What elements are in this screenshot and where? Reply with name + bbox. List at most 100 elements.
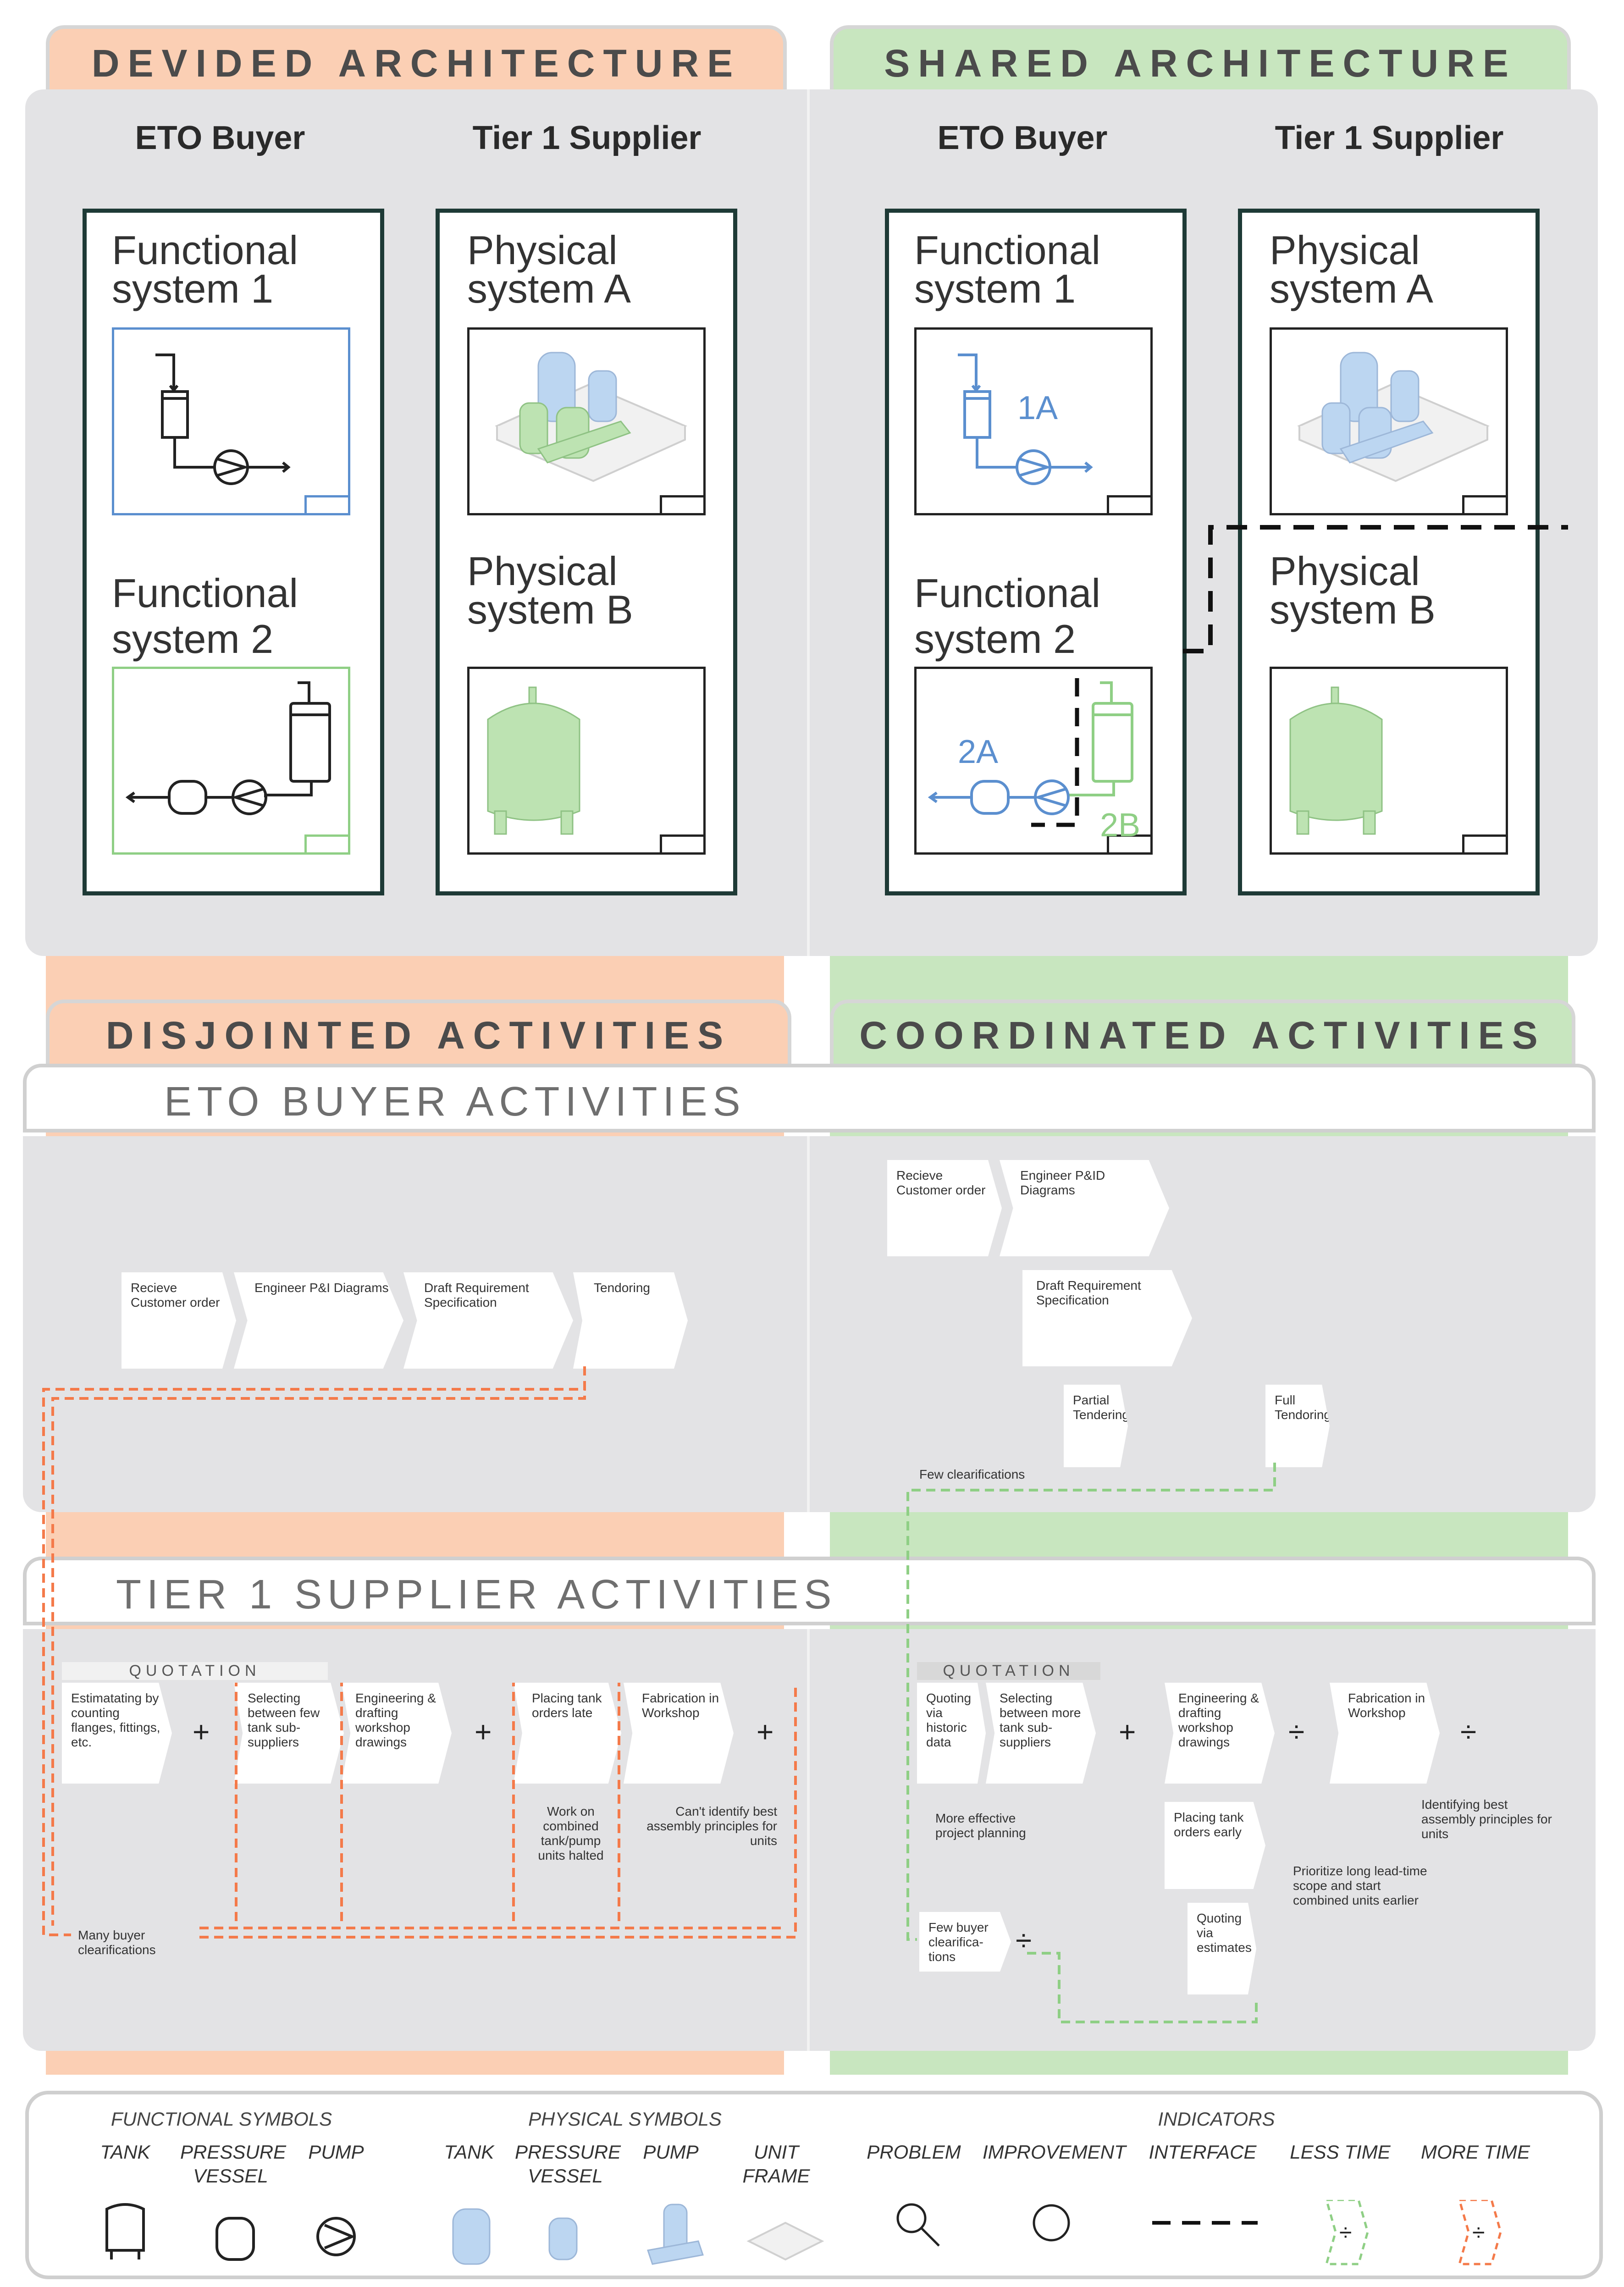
legend-less-time-label: LESS TIME (1290, 2141, 1391, 2163)
supplier-step-text: Selecting between few tank sub-suppliers (248, 1691, 320, 1749)
supplier-step-text: Engineering & drafting workshop drawings (355, 1691, 436, 1749)
supplier-step-text: Estimatating by counting flanges, fittin… (71, 1691, 160, 1749)
shared-buyer-step-engineer-pid: Engineer P&ID Diagrams (1000, 1160, 1169, 1256)
shared-functional-system-2-diagram: 2A 2B (914, 662, 1153, 855)
eto-buyer-heading-shared: ETO Buyer (937, 120, 1108, 156)
more-time-indicator: + (1119, 1715, 1136, 1748)
less-time-indicator: ÷ (1288, 1715, 1305, 1748)
shared-physical-system-a-title: Physical system A (1270, 227, 1433, 311)
shared-physical-system-b-title: Physical system B (1270, 548, 1436, 632)
shared-supplier-fabrication: Fabrication in Workshop (1330, 1683, 1440, 1784)
supplier-step-fabrication: Fabrication in Workshop (624, 1683, 734, 1784)
divided-architecture-tab: DEVIDED ARCHITECTURE (46, 25, 787, 98)
label-2a: 2A (958, 734, 999, 770)
legend-interface-label: INTERFACE (1149, 2141, 1257, 2163)
buyer-step-text: Engineer P&I Diagrams (254, 1281, 389, 1295)
supplier-step-text: Engineering & drafting workshop drawings (1178, 1691, 1259, 1749)
svg-text:÷: ÷ (1339, 2220, 1352, 2245)
buyer-step-tendering: Tendoring (573, 1272, 688, 1369)
shared-physical-tank-b-illustration (1289, 686, 1383, 835)
less-time-indicator: ÷ (1460, 1715, 1477, 1748)
less-time-indicator: ÷ (1016, 1924, 1032, 1957)
supplier-step-estimating: Estimatating by counting flanges, fittin… (62, 1683, 172, 1784)
tier1-supplier-activities-band: TIER 1 SUPPLIER ACTIVITIES (23, 1557, 1596, 1625)
quotation-label-right: QUOTATION (917, 1662, 1100, 1680)
shared-architecture-tab: SHARED ARCHITECTURE (830, 25, 1571, 98)
buyer-step-text: Tendoring (594, 1281, 650, 1295)
shared-supplier-physical-box: Physical system A Physical system B (1238, 209, 1540, 895)
supplier-step-text: Fabrication in Workshop (642, 1691, 719, 1720)
quotation-label-left: QUOTATION (62, 1662, 328, 1680)
legend-symbols: ÷ ÷ (105, 2200, 1502, 2265)
physical-system-a-title: Physical system A (467, 227, 631, 311)
legend-physical-pump-label: PUMP (643, 2141, 699, 2163)
effective-planning-note: More effective project planning (935, 1811, 1026, 1840)
legend-functional-heading: FUNCTIONAL SYMBOLS (110, 2108, 332, 2130)
supplier-step-text: Selecting between more tank sub- supplie… (1000, 1691, 1081, 1749)
legend-physical-pressure-vessel-label: PRESSURE VESSEL (515, 2141, 621, 2187)
tank-pump-diagram-2 (125, 681, 331, 815)
shared-buyer-functional-box: Functional system 1 1A Functional system… (885, 209, 1187, 895)
shared-supplier-quoting-estimates: Quoting via estimates (1188, 1903, 1256, 1994)
buyer-step-text: Engineer P&ID Diagrams (1020, 1168, 1105, 1197)
supplier-step-text: Fabrication in Workshop (1348, 1691, 1425, 1720)
shared-buyer-full-tendering: Full Tendoring (1265, 1385, 1330, 1467)
shared-supplier-few-clearifications: Few buyer clearifica- tions (919, 1912, 1011, 1972)
physical-unit-a-illustration (495, 352, 687, 482)
functional-system-2-title: Functional system 2 (112, 570, 298, 662)
supplier-step-text: Quoting via estimates (1197, 1911, 1252, 1955)
shared-functional-system-2-title: Functional system 2 (914, 570, 1101, 662)
orange-flow-path (42, 1366, 797, 1939)
label-1a: 1A (1017, 390, 1058, 426)
supplier-step-text: Placing tank orders late (532, 1691, 602, 1720)
shared-physical-system-b-box (1270, 667, 1508, 855)
architecture-divider (807, 89, 810, 956)
supplier-divider (807, 1629, 810, 2051)
tank-pump-diagram-1 (155, 354, 291, 485)
shared-buyer-step-receive-order: Recieve Customer order (887, 1160, 1002, 1256)
legend-problem-label: PROBLEM (867, 2141, 961, 2163)
supplier-step-text: Few buyer clearifica- tions (928, 1920, 989, 1964)
buyer-functional-box: Functional system 1 Functional system 2 (83, 209, 384, 895)
work-halted-note: Work on combined tank/pump units halted (538, 1804, 604, 1862)
tank-pump-diagram-1a (958, 354, 1093, 485)
disjointed-activities-tab: DISJOINTED ACTIVITIES (46, 1000, 791, 1067)
functional-system-1-title: Functional system 1 (112, 227, 298, 311)
tank-pump-diagram-2ab (928, 662, 1133, 827)
interface-dashed-line (1183, 525, 1568, 653)
legend-unit-frame-label: UNIT FRAME (742, 2141, 810, 2187)
legend-more-time-label: MORE TIME (1421, 2141, 1530, 2163)
supplier-physical-box: Physical system A Physical system B (436, 209, 737, 895)
shared-supplier-engineering: Engineering & drafting workshop drawings (1165, 1683, 1275, 1784)
physical-system-a-box (467, 327, 706, 515)
buyer-step-draft-spec: Draft Requirement Specification (403, 1272, 573, 1369)
shared-functional-system-1-title: Functional system 1 (914, 227, 1101, 311)
more-time-indicator: + (475, 1715, 492, 1748)
buyer-step-text: Partial Tendering (1073, 1393, 1129, 1422)
more-time-indicator: + (757, 1715, 774, 1748)
shared-functional-system-1-diagram: 1A (914, 327, 1153, 515)
shared-supplier-quoting-historic: Quoting via historic data (917, 1683, 986, 1784)
shared-supplier-placing-orders: Placing tank orders early (1165, 1802, 1265, 1889)
shared-physical-unit-a-illustration (1297, 352, 1490, 482)
shared-buyer-partial-tendering: Partial Tendering (1064, 1385, 1128, 1467)
buyer-divider (807, 1136, 810, 1512)
tier1-supplier-heading-shared: Tier 1 Supplier (1275, 120, 1504, 156)
green-flow-path (906, 1463, 1276, 2023)
buyer-step-text: Draft Requirement Specification (1036, 1278, 1141, 1307)
more-time-indicator: + (193, 1715, 210, 1748)
svg-text:÷: ÷ (1472, 2220, 1485, 2245)
supplier-step-placing-orders: Placing tank orders late (514, 1683, 621, 1784)
supplier-step-selecting: Selecting between few tank sub-suppliers (234, 1683, 344, 1784)
tier1-supplier-heading: Tier 1 Supplier (472, 120, 702, 156)
functional-system-2-diagram (112, 667, 350, 855)
shared-physical-system-a-box (1270, 327, 1508, 515)
legend-pressure-vessel-label: PRESSURE VESSEL (180, 2141, 287, 2187)
legend-indicators-heading: INDICATORS (1158, 2108, 1275, 2130)
shared-supplier-selecting: Selecting between more tank sub- supplie… (986, 1683, 1096, 1784)
legend-physical-heading: PHYSICAL SYMBOLS (528, 2108, 722, 2130)
prioritize-lead-time-note: Prioritize long lead-time scope and star… (1293, 1864, 1427, 1907)
legend-pump-label: PUMP (308, 2141, 364, 2163)
cant-identify-note: Can't identify best assembly principles … (646, 1804, 777, 1848)
supplier-step-text: Placing tank orders early (1174, 1810, 1244, 1839)
